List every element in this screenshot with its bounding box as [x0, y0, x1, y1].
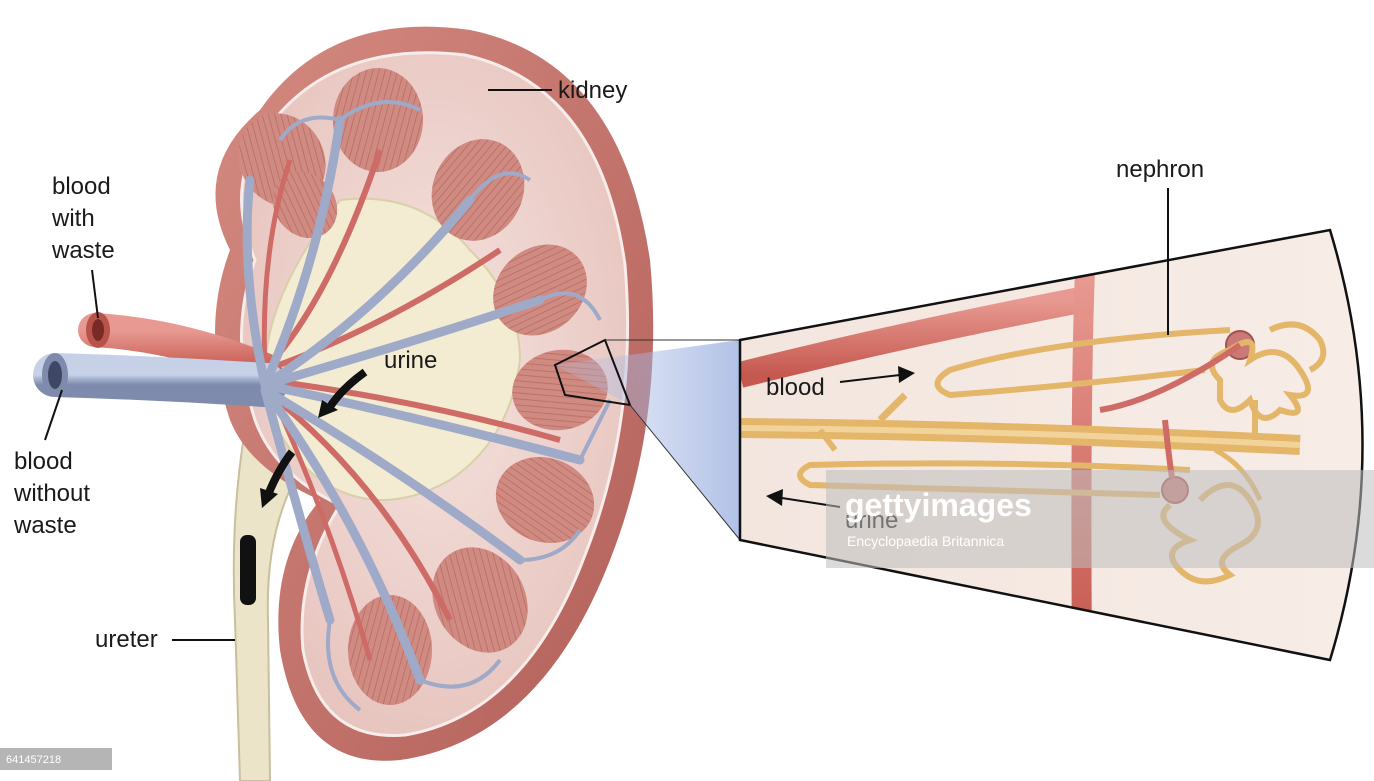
- label-inset-blood: blood: [766, 374, 825, 401]
- label-blood-without-waste-line3: waste: [13, 512, 77, 539]
- label-urine: urine: [384, 347, 437, 374]
- label-blood-without-waste-line1: blood: [14, 448, 73, 475]
- label-kidney: kidney: [558, 77, 627, 104]
- watermark-image-id: 641457218: [6, 754, 61, 766]
- label-blood-with-waste-line1: blood: [52, 173, 111, 200]
- nephron-inset: [740, 230, 1363, 660]
- watermark-credit: Encyclopaedia Britannica: [847, 533, 1004, 549]
- label-blood-with-waste-line2: with: [51, 205, 95, 232]
- label-blood-without-waste-line2: without: [13, 480, 90, 507]
- label-nephron: nephron: [1116, 156, 1204, 183]
- label-ureter: ureter: [95, 626, 158, 653]
- label-blood-with-waste-line3: waste: [51, 237, 115, 264]
- watermark-brand: gettyimages: [845, 487, 1032, 523]
- kidney-illustration: [42, 27, 653, 781]
